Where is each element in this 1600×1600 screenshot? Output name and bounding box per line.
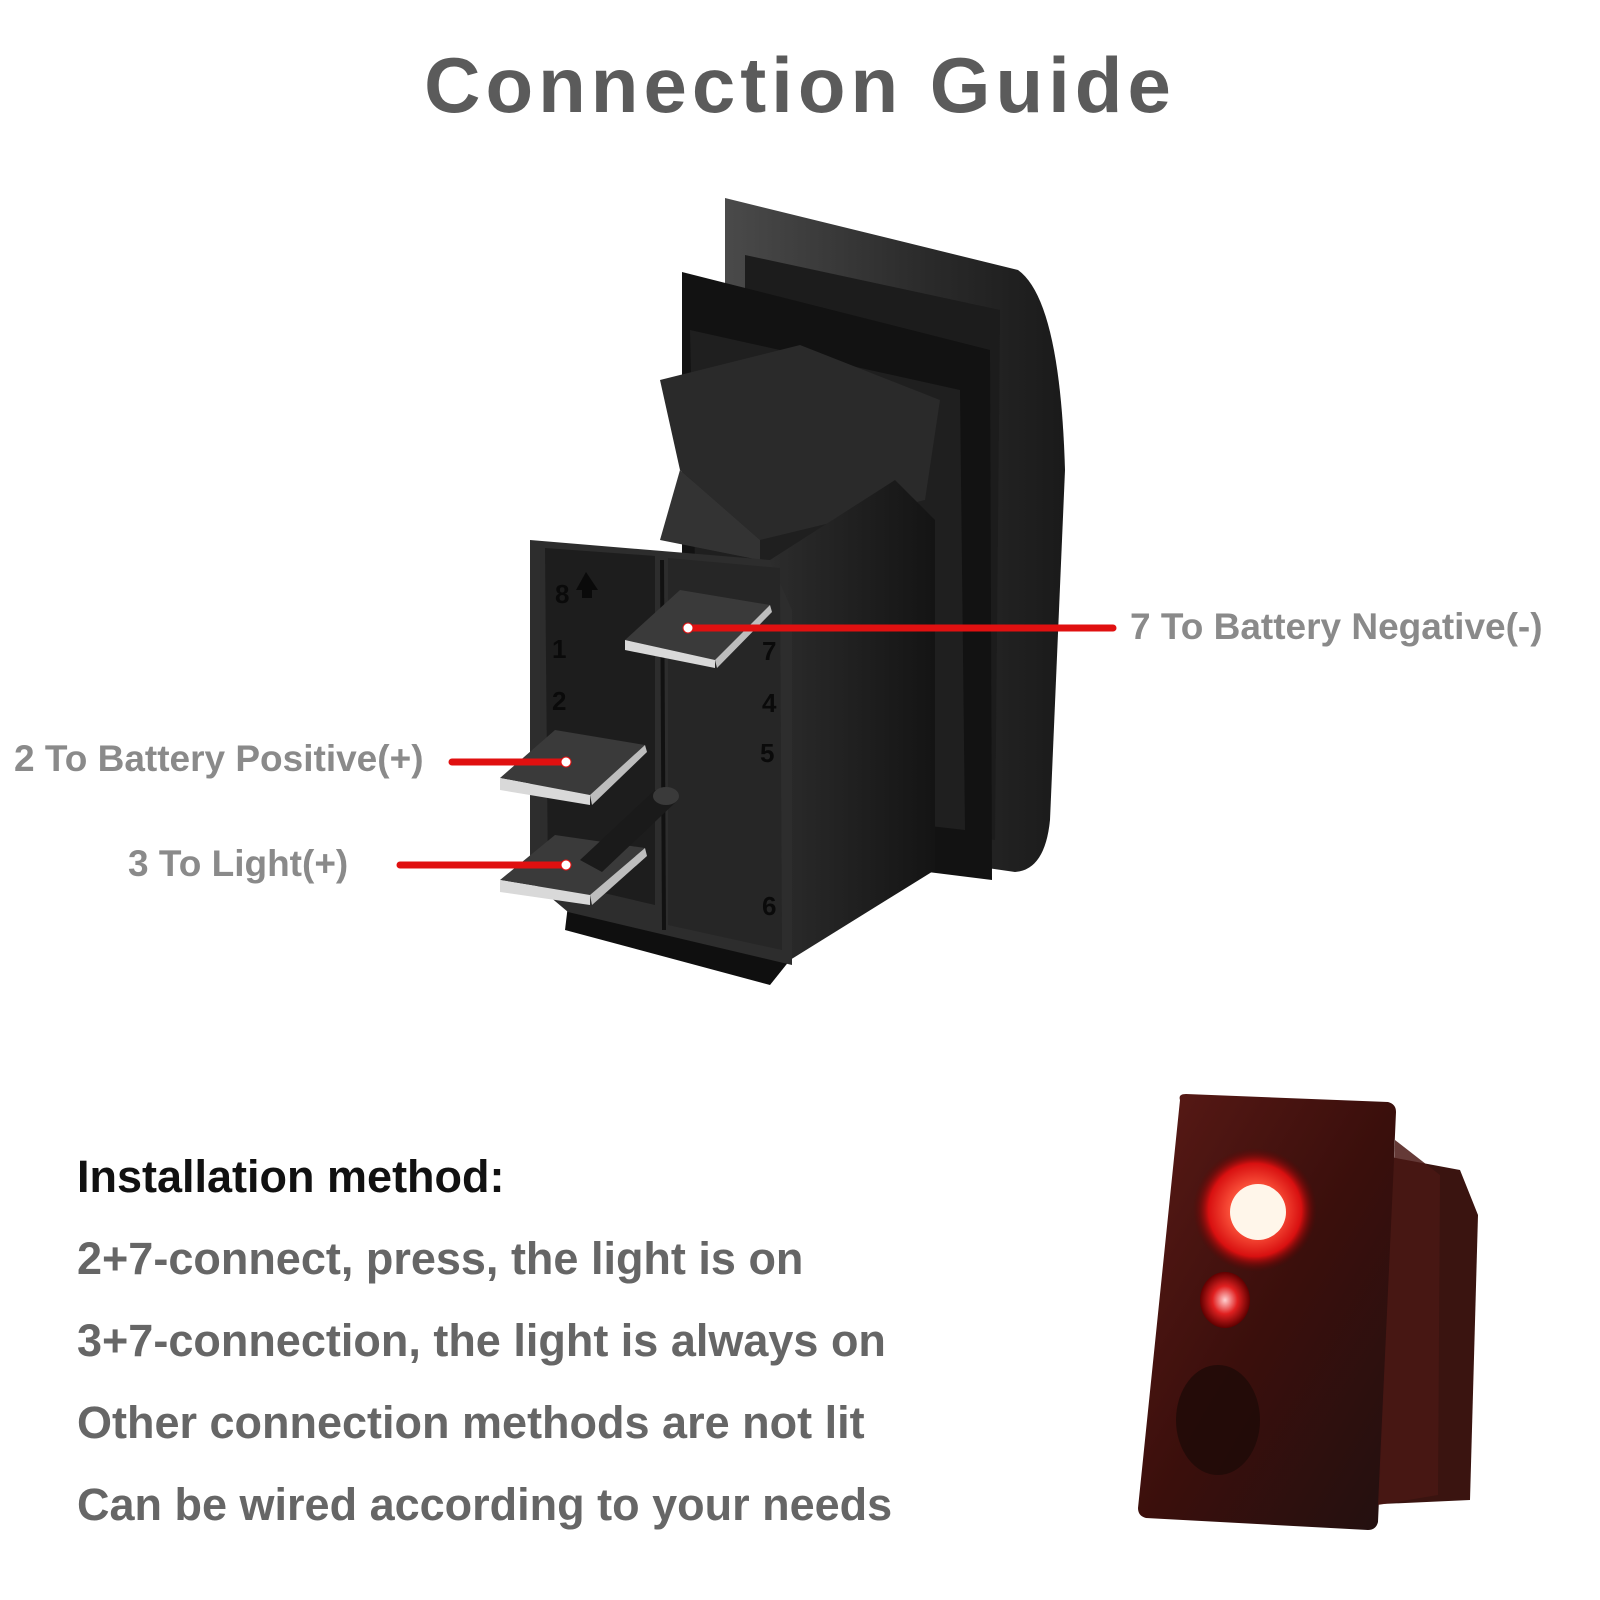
installation-line-4: Can be wired according to your needs xyxy=(77,1479,893,1530)
installation-line-1: 2+7-connect, press, the light is on xyxy=(77,1233,804,1284)
leader-dot-2 xyxy=(560,756,572,768)
pin-label-4: 4 xyxy=(762,688,777,718)
pin-label-8: 8 xyxy=(555,579,569,609)
callout-pin-7: 7 To Battery Negative(-) xyxy=(1130,606,1543,647)
lit-switch-photo xyxy=(1138,1094,1478,1530)
terminal-2 xyxy=(500,730,647,805)
leader-dot-3 xyxy=(560,859,572,871)
pin-label-5: 5 xyxy=(760,738,774,768)
pin-label-6: 6 xyxy=(762,891,776,921)
callout-pin-2: 2 To Battery Positive(+) xyxy=(14,738,424,779)
pin-label-1: 1 xyxy=(552,634,566,664)
installation-heading: Installation method: xyxy=(77,1151,505,1202)
pin-label-2: 2 xyxy=(552,686,566,716)
post xyxy=(580,787,679,872)
led-core xyxy=(1230,1184,1286,1240)
callout-pin-3: 3 To Light(+) xyxy=(128,843,349,884)
pin-number-labels: 8 1 2 7 4 5 6 xyxy=(552,579,777,921)
leader-dot-7 xyxy=(682,622,694,634)
indicator-dot xyxy=(1200,1272,1250,1328)
installation-section: Installation method: 2+7-connect, press,… xyxy=(77,1150,1077,1560)
page-title: Connection Guide xyxy=(424,41,1176,129)
installation-line-2: 3+7-connection, the light is always on xyxy=(77,1315,886,1366)
installation-line-3: Other connection methods are not lit xyxy=(77,1397,865,1448)
leader-lines xyxy=(396,622,1117,871)
pin-label-7: 7 xyxy=(762,636,776,666)
